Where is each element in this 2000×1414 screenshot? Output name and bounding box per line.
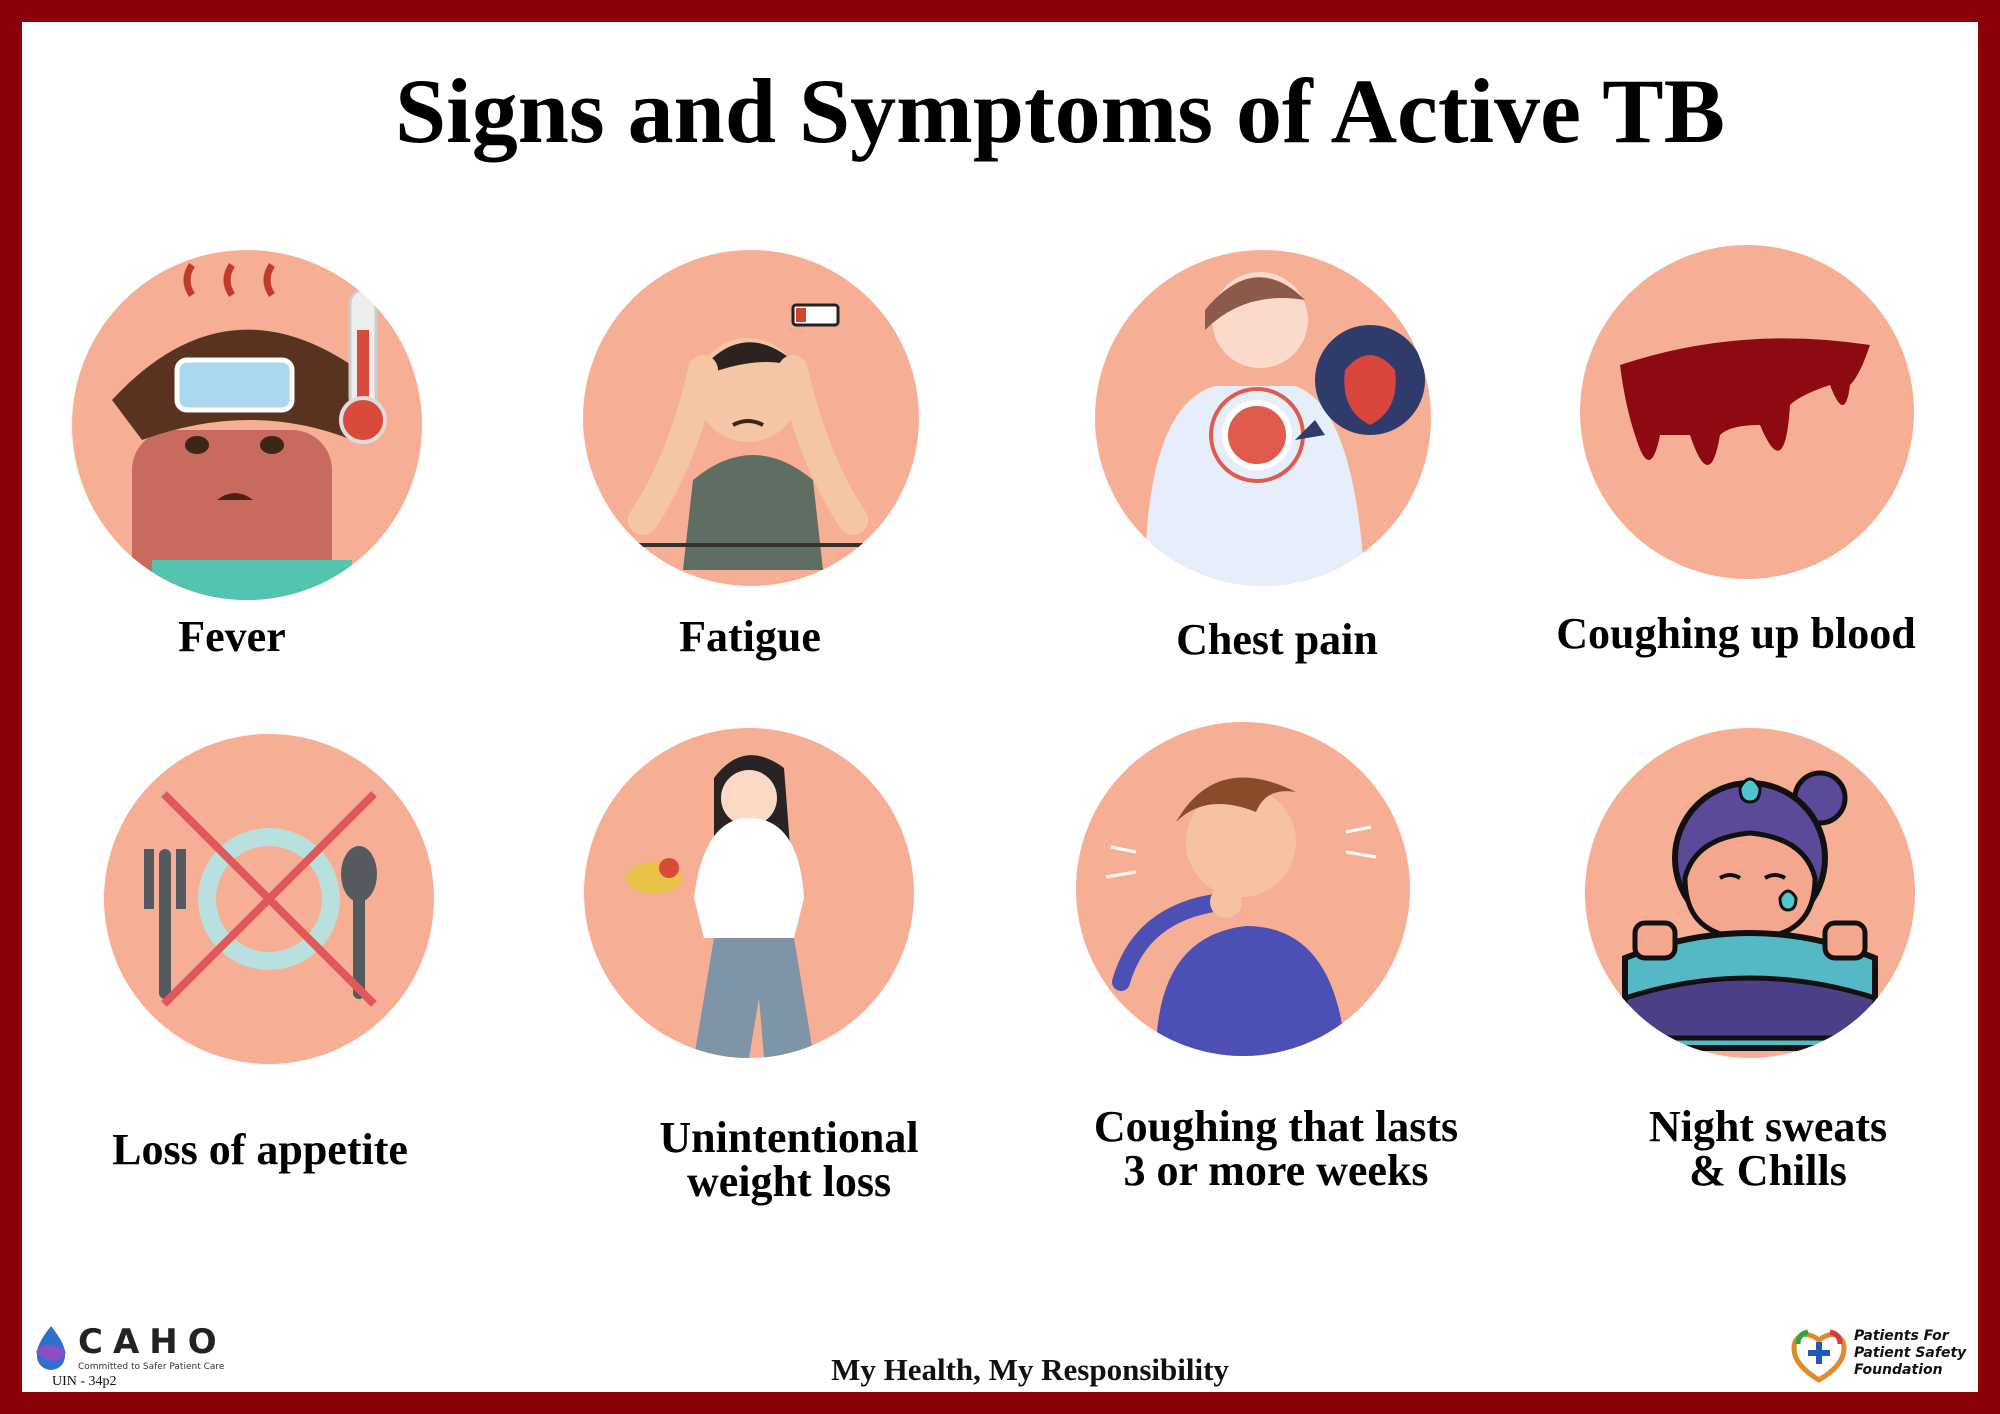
symptom-label-fatigue: Fatigue [679,612,821,661]
symptom-label-night-sweats: Night sweats & Chills [1648,1102,1888,1195]
heart-cross-icon [1791,1329,1847,1383]
caho-subtitle: Committed to Safer Patient Care [78,1362,225,1372]
symptom-label-fever: Fever [178,612,286,661]
symptom-label-coughing-weeks: Coughing that lasts 3 or more weeks [1093,1102,1459,1195]
blood-drip-icon [1580,245,1914,579]
symptom-label-coughing-up-blood: Coughing up blood [1556,609,1916,658]
page-title: Signs and Symptoms of Active TB [394,60,1725,162]
symptom-label-loss-of-appetite: Loss of appetite [112,1125,408,1174]
uin-code: UIN - 34p2 [52,1374,117,1389]
caho-drop-icon [36,1326,66,1370]
caho-name: CAHO [78,1322,227,1362]
pps-foundation-logo: Patients For Patient Safety Foundation [1788,1324,1978,1390]
fatigue-icon [583,250,919,586]
coughing-icon [1076,722,1410,1056]
fever-icon [72,250,422,600]
footer-tagline: My Health, My Responsibility [831,1352,1229,1387]
caho-logo: CAHO Committed to Safer Patient Care UIN… [26,1322,226,1392]
no-food-icon [104,734,434,1064]
weight-loss-icon [584,728,914,1058]
chest-pain-icon [1095,250,1431,586]
night-sweats-icon [1585,728,1915,1058]
symptom-label-weight-loss: Unintentional weight loss [659,1113,919,1206]
pps-foundation-name: Patients For Patient Safety Foundation [1854,1328,1967,1378]
symptom-label-chest-pain: Chest pain [1176,615,1378,664]
